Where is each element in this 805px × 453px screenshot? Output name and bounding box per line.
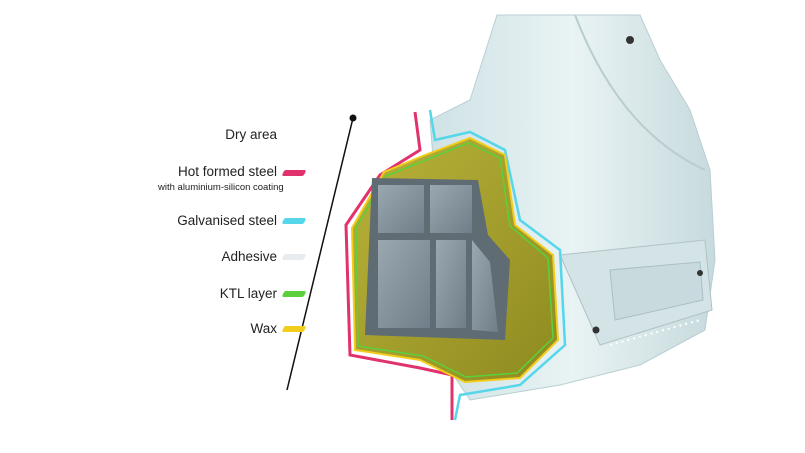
dry-area-leader-line [286, 117, 354, 391]
ktl-layer-swatch [281, 291, 307, 297]
legend-label-hot-formed-steel: Hot formed steel [177, 164, 277, 179]
legend-label-adhesive: Adhesive [221, 249, 277, 264]
legend-label-wax: Wax [250, 321, 278, 336]
legend-label-dry-area: Dry area [225, 127, 277, 142]
galvanised-steel-swatch [281, 218, 307, 224]
legend-sublabel-hot-formed-steel: with aluminium-silicon coating [158, 182, 284, 193]
legend-label-ktl-layer: KTL layer [219, 286, 277, 301]
adhesive-swatch [281, 254, 307, 260]
extrusion-profile [365, 178, 510, 340]
ktl-layer-outline [355, 142, 554, 378]
hot-formed-steel-swatch [281, 170, 307, 176]
legend-label-galvanised-steel: Galvanised steel [177, 213, 277, 228]
dry-area-marker-dot [349, 114, 357, 122]
wax-swatch [281, 326, 307, 332]
